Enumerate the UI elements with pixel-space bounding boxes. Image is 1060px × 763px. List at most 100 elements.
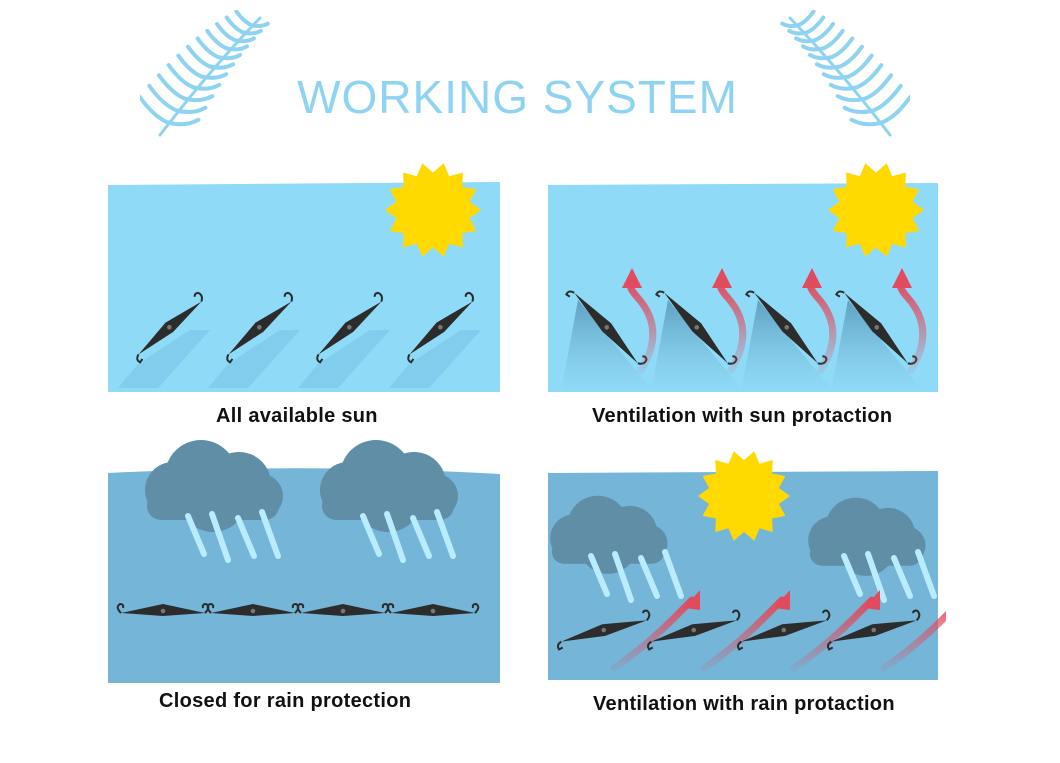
leaf-frond [846,53,874,79]
leaf-frond [174,105,208,115]
leaf-frond [838,44,864,69]
leaf-frond [821,72,851,80]
airflow-arrowhead [712,268,732,288]
shadow [208,330,300,388]
rain-drop [235,515,257,559]
louver-blade [556,609,651,651]
leaf-frond [224,44,249,52]
rain-drop [434,509,456,559]
leaf-frond [871,83,903,113]
leaf-frond [801,44,826,52]
panel-vent-sun [548,163,938,392]
leaf-frond [208,62,236,70]
leaf-frond [140,94,171,125]
airflow-arrow [880,611,946,672]
panel-all-sun [108,163,500,392]
shadow [118,330,210,388]
rain-drop [384,511,406,563]
caption-vent-rain: Ventilation with rain protaction [593,693,895,715]
leaf-frond [780,21,801,29]
airflow-arrowhead [892,268,912,288]
leaf-frond [241,28,263,36]
louver-blade [206,602,300,616]
rain-icon [588,549,684,603]
palm-leaf-icon-left [140,10,270,137]
sun-icon [698,451,790,541]
airflow-arrowhead [802,268,822,288]
rain-drop [662,549,684,599]
louver-blade [316,291,383,364]
shade [561,300,654,392]
leaf-frond [166,117,201,127]
leaf-frond [807,53,834,61]
leaf-frond [186,44,212,69]
caption-vent-sun: Ventilation with sun protaction [592,405,893,427]
leaf-frond [828,82,859,91]
leaf-frond [879,94,910,125]
leaf-frond [794,36,817,44]
rain-icon [360,509,456,563]
rain-icon [185,509,281,563]
rain-drop [185,513,207,557]
leaf-frond [849,117,884,127]
leaf-frond [234,10,254,28]
louver-blade [826,609,921,651]
leaf-frond [854,63,884,90]
airflow-arrowhead [622,268,642,288]
louver-blade [136,291,203,364]
rain-drop [865,551,887,603]
rain-drop [612,551,634,603]
louver-blade [407,291,474,364]
shade [831,300,924,392]
airflow-arrowhead [864,590,880,610]
shade [651,300,744,392]
leaf-frond [157,73,187,101]
leaf-frond [216,53,243,61]
rain-drop [588,553,610,597]
louver-blade [226,291,293,364]
leaf-frond [835,94,867,103]
rain-drop [891,555,913,599]
panel-vent-rain [548,451,946,680]
louver-blade [296,602,390,616]
cloud-icon [145,440,283,532]
leaf-frond [166,63,196,90]
shadow [389,330,481,388]
leaf-frond [842,105,876,115]
louver-group [561,268,927,392]
leaf-stem [788,16,892,137]
louver-group [116,602,480,616]
leaf-frond [233,36,256,44]
rain-drop [915,549,937,599]
leaf-stem [158,16,262,137]
palm-leaf-icon-right [780,10,910,137]
louver-blade [646,609,741,651]
page-title: WORKING SYSTEM [297,71,738,123]
leaf-frond [183,94,215,103]
shadow [298,330,390,388]
sun-icon [828,163,924,257]
leaf-frond [814,62,842,70]
leaf-frond [147,83,179,113]
rain-drop [410,515,432,559]
louver-blade [386,602,480,616]
louver-group [556,590,946,672]
louver-blade [736,609,831,651]
leaf-frond [176,53,204,79]
panel-closed-rain [108,440,500,683]
rain-drop [209,511,231,563]
leaf-frond [863,73,893,101]
shade [741,300,834,392]
airflow-arrowhead [684,590,700,610]
sun-icon [385,163,481,257]
rain-icon [841,549,937,603]
leaf-frond [191,82,222,91]
cloud-icon [320,440,458,532]
caption-closed-rain: Closed for rain protection [159,690,412,712]
rain-drop [360,513,382,557]
louver-group [118,291,481,388]
rain-drop [638,555,660,599]
cloud-icon [550,495,668,574]
rain-drop [259,509,281,559]
leaf-frond [249,21,270,29]
